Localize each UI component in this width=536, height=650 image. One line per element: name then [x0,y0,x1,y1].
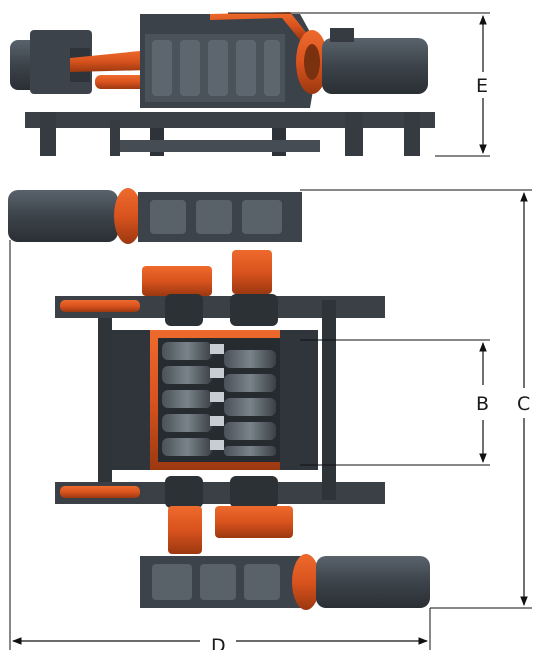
side-orange-linkage [70,50,150,72]
plan-side-beam [98,318,112,482]
side-base-frame [25,112,435,128]
dimension-D: D [9,240,431,650]
plan-bottom-gear-wheel [168,506,202,554]
dimension-label-C: C [517,393,530,415]
side-leg [110,120,120,156]
plan-rotor-blades [162,342,276,456]
plan-view [8,188,430,610]
plan-orange-linkage [60,300,140,312]
dimension-C: C [300,189,532,609]
side-gearbox-ribs [152,40,280,96]
side-view [10,12,435,156]
side-leg [404,112,420,156]
side-orange-trim [210,12,312,40]
side-leg [345,112,363,156]
plan-top-gear-wheel [142,266,212,296]
side-foot [120,140,320,152]
plan-orange-linkage [60,486,140,498]
plan-top-flange [114,188,142,244]
dimension-E: E [228,12,490,157]
dimension-label-E: E [476,75,488,97]
plan-side-comb [280,330,318,470]
plan-bearing-blocks [165,294,278,508]
dimension-B: B [300,339,490,466]
plan-top-gear-wheel [232,250,272,294]
side-right-motor [322,38,428,94]
dimension-label-D: D [211,635,226,650]
plan-bottom-flange [292,554,320,610]
plan-top-motor [8,190,118,242]
plan-side-beam [322,300,336,500]
plan-bottom-motor [316,556,430,608]
dimension-label-B: B [476,393,489,415]
plan-side-comb [112,330,150,470]
plan-bottom-gear-wheel [215,506,293,538]
side-leg [40,112,56,156]
